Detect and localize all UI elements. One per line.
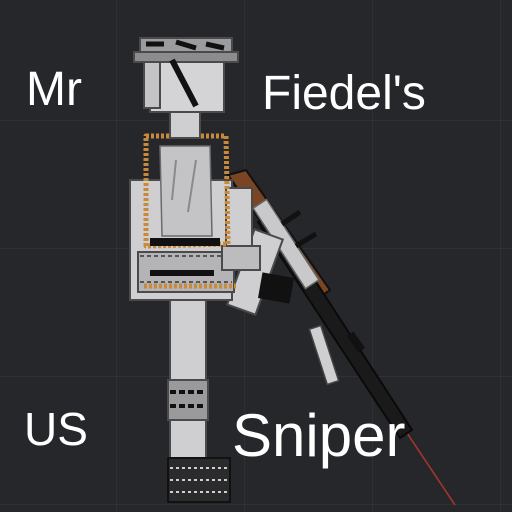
leg [167,295,231,503]
caption-sniper: Sniper [232,402,406,469]
caption-us: US [24,403,88,455]
laser-beam [404,429,456,506]
head [133,37,239,113]
rifle-icon [226,168,414,440]
vest [143,133,236,289]
caption-fiedels: Fiedel's [262,67,426,120]
caption-mr: Mr [26,63,82,116]
